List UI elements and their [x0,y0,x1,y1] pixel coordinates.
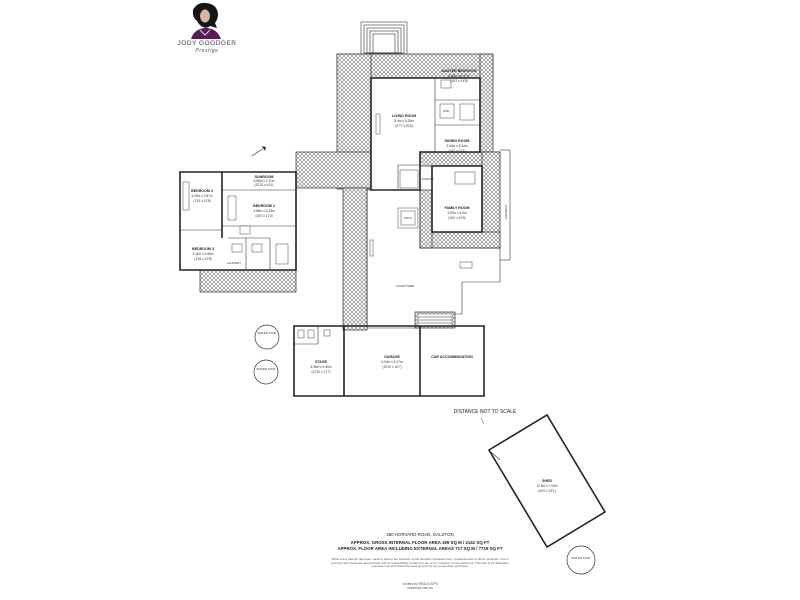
distance-note: DISTANCE NOT TO SCALE [453,409,517,415]
water-tank-2 [253,359,279,385]
svg-text:LAUNDRY: LAUNDRY [227,261,241,265]
svg-text:WATER TANK: WATER TANK [256,367,275,371]
credit-url: realezops.com.au [407,586,433,590]
north-compass-icon [251,146,266,157]
room-pantry: PANTRY [422,177,434,181]
room-courtyard: COURTYARD [396,284,416,288]
svg-text:COURTYARD: COURTYARD [396,284,416,288]
svg-text:WIR: WIR [443,109,450,113]
svg-text:4.05m x 3.87m: 4.05m x 3.87m [191,194,212,198]
svg-text:(16'0 x 11'0): (16'0 x 11'0) [255,214,272,218]
room-master-bedroom: MASTER BEDROOM 4.62m x 4.47m (15'2 x 14'… [442,69,477,83]
room-family: FAMILY ROOM 4.87m x 4.4m (16'0 x 14'5) [445,206,470,220]
svg-text:(27'7 x 20'6): (27'7 x 20'6) [395,124,412,128]
credit-text: Created by REALEZOPS [402,582,438,586]
room-stage: STAGE 6.96m x 5.36m (22'10 x 17'7) [310,360,331,374]
carport-label: CARPORT [504,205,508,220]
room-laundry: LAUNDRY [227,261,241,265]
svg-text:(13'4 x 12'8): (13'4 x 12'8) [193,199,210,203]
svg-text:(42'0 x 23'1): (42'0 x 23'1) [538,489,555,493]
svg-text:4.87m x 4.4m: 4.87m x 4.4m [447,211,467,215]
shed [487,413,607,549]
svg-text:(22'10 x 6'11): (22'10 x 6'11) [255,183,274,187]
verandah-decks [199,53,501,331]
room-living: LIVING ROOM 8.4m x 5.25m (27'7 x 20'6) [392,114,416,128]
svg-text:DINING ROOM: DINING ROOM [445,139,470,143]
svg-text:CAR ACCOMMODATION: CAR ACCOMMODATION [431,355,473,359]
room-bedroom3: BEDROOM 3 4.11m x 3.86m (13'6 x 12'8) [192,247,214,261]
svg-text:6.04m x 5.07m: 6.04m x 5.07m [381,360,402,364]
room-wir: WIR [443,109,450,113]
svg-text:(16'0 x 14'5): (16'0 x 14'5) [448,216,465,220]
room-bedroom2: BEDROOM 2 4.86m x 3.33m (16'0 x 11'0) [253,204,275,218]
svg-text:BEDROOM 3: BEDROOM 3 [192,247,214,251]
svg-text:(15'2 x 14'8): (15'2 x 14'8) [450,79,467,83]
room-bedroom4: BEDROOM 4 4.05m x 3.87m (13'4 x 12'8) [191,189,213,203]
brand-tagline: Prestige [195,48,219,54]
logo-portrait [189,2,223,39]
svg-text:LIVING ROOM: LIVING ROOM [392,114,416,118]
svg-text:MASTER BEDROOM: MASTER BEDROOM [442,69,477,73]
svg-text:(13'6 x 12'8): (13'6 x 12'8) [194,257,211,261]
svg-text:4.62m x 4.47m: 4.62m x 4.47m [448,74,469,78]
svg-text:CARPORT: CARPORT [504,205,508,220]
svg-text:4.86m x 3.33m: 4.86m x 3.33m [253,209,274,213]
entry-stairs [360,21,408,55]
footer-disclaimer: While every attempt has been made to ens… [331,557,509,569]
svg-text:FAMILY ROOM: FAMILY ROOM [445,206,470,210]
courtyard [366,189,501,329]
footer-address: 280 HORVARD ROAD, GALSTON [386,532,454,537]
brand-name: JODY GOODGER [177,40,237,47]
svg-text:6.96m x 2.11m: 6.96m x 2.11m [254,179,275,183]
svg-text:POOL: POOL [404,216,413,220]
outbuilding-block [293,311,485,397]
svg-text:(14'1 x 11'1): (14'1 x 11'1) [448,149,465,153]
footer-internal-area: APPROX. GROSS INTERNAL FLOOR AREA 199 SQ… [350,540,490,545]
room-sunroom: SUNROOM 6.96m x 2.11m (22'10 x 6'11) [254,175,275,187]
footer-total-area: APPROX. FLOOR AREA INCLUDING EXTERNAL AR… [337,546,503,551]
svg-text:(19'10 x 16'7): (19'10 x 16'7) [382,365,401,369]
svg-text:WATER TANK: WATER TANK [257,331,276,335]
svg-text:PANTRY: PANTRY [422,177,434,181]
room-car-accommodation: CAR ACCOMMODATION [431,355,473,359]
water-tank-labels: WATER TANK WATER TANK WATER TANK [256,331,590,560]
svg-text:BEDROOM 4: BEDROOM 4 [191,189,213,193]
svg-text:3.64m x 5.34m: 3.64m x 5.34m [446,144,467,148]
svg-text:4.11m x 3.86m: 4.11m x 3.86m [193,252,214,256]
svg-text:GARAGE: GARAGE [384,355,400,359]
svg-text:BEDROOM 2: BEDROOM 2 [253,204,275,208]
svg-text:SUNROOM: SUNROOM [255,175,274,179]
scale-icon [480,417,485,425]
svg-text:(22'10 x 17'7): (22'10 x 17'7) [311,370,330,374]
svg-text:8.4m x 5.25m: 8.4m x 5.25m [394,119,414,123]
water-tank-3 [566,545,596,575]
svg-text:12.8m x 7.03m: 12.8m x 7.03m [536,484,557,488]
water-tank-1 [254,324,280,350]
room-garage: GARAGE 6.04m x 5.07m (19'10 x 16'7) [381,355,402,369]
svg-text:WATER TANK: WATER TANK [571,556,590,560]
room-shed: SHED 12.8m x 7.03m (42'0 x 23'1) [536,479,557,493]
svg-text:6.96m x 5.36m: 6.96m x 5.36m [310,365,331,369]
footer-credit: Created by REALEZOPS realezops.com.au [330,582,510,590]
svg-text:STAGE: STAGE [315,360,328,364]
bedroom-wing [179,171,297,271]
room-dining: DINING ROOM 3.64m x 5.34m (14'1 x 11'1) [445,139,470,153]
room-pool: POOL [404,216,413,220]
svg-text:SHED: SHED [542,479,552,483]
